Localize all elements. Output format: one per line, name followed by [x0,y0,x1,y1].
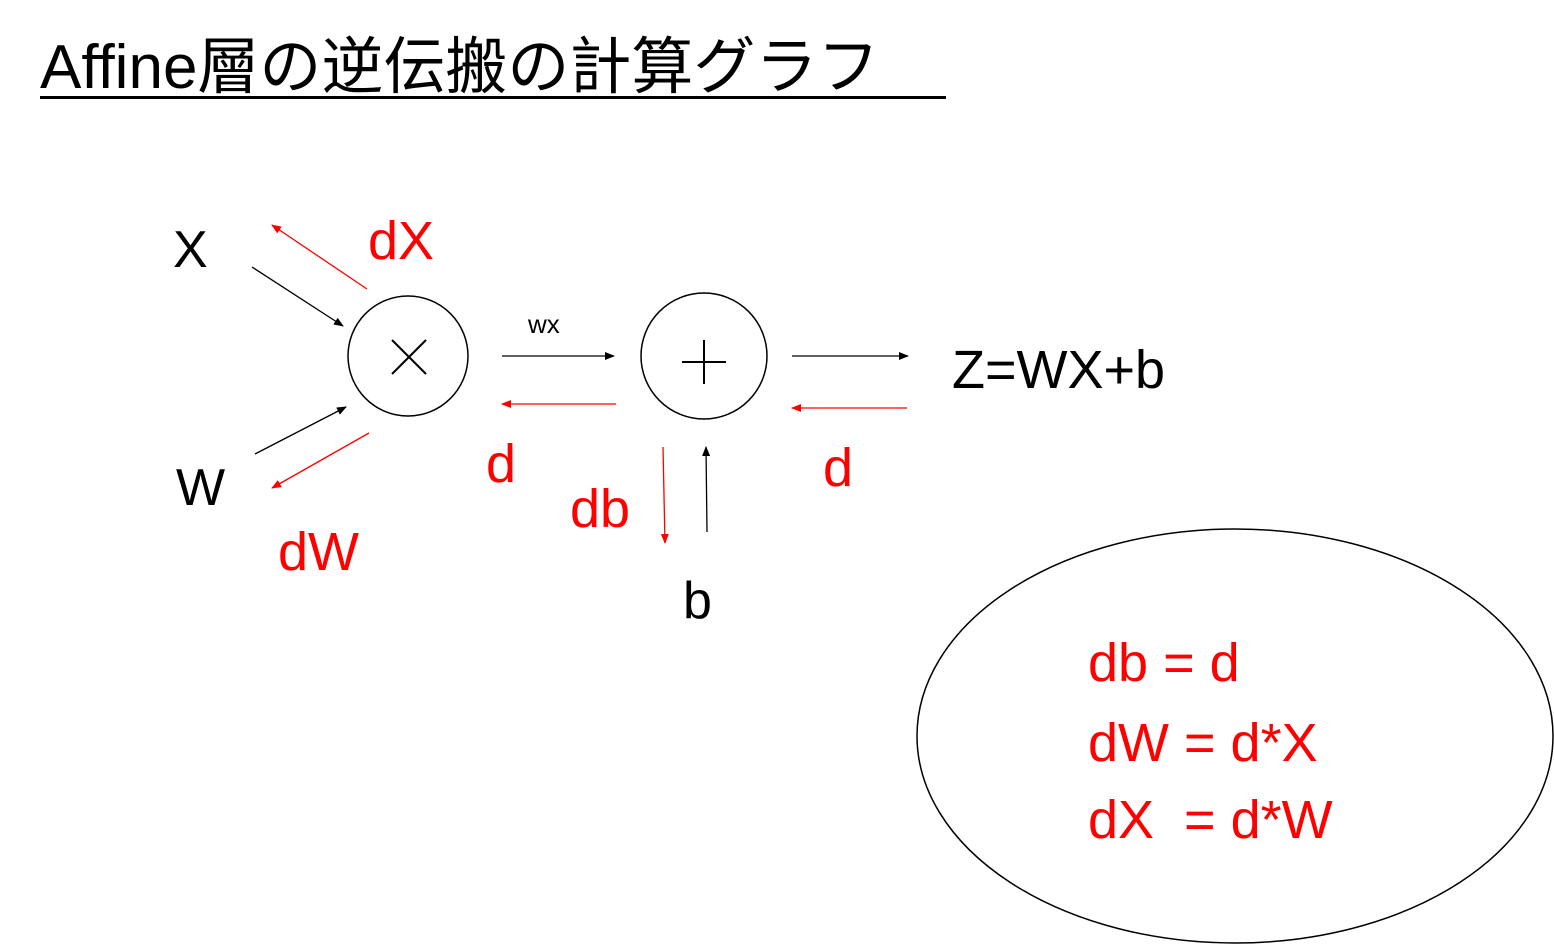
grad-edge-db [660,446,669,544]
grad-edge-dx [271,224,368,290]
formula-dx: dX = d*W [1088,790,1333,850]
grad-edge-dw [271,432,370,489]
label-b: b [683,572,712,630]
edge-b-to-add [702,446,711,533]
label-d-out: d [823,438,853,498]
label-dx: dX [368,211,434,271]
label-x: X [173,221,208,279]
label-db: db [570,479,630,539]
multiply-symbol [391,339,427,375]
label-output: Z=WX+b [952,340,1165,400]
formula-dw: dW = d*X [1088,713,1318,773]
multiply-node [347,295,469,417]
title-underline [40,96,946,99]
slide-title: Affine層の逆伝搬の計算グラフ [40,33,880,102]
edge-w-to-multiply [254,406,347,455]
formula-ellipse [916,528,1554,944]
formula-db: db = d [1088,633,1240,693]
edge-x-to-multiply [251,266,344,327]
add-symbol [682,340,726,384]
label-w: W [176,459,225,517]
label-dw: dW [278,522,359,582]
label-d-mid: d [486,434,516,494]
label-wx: wx [527,309,560,339]
add-node [640,292,768,420]
